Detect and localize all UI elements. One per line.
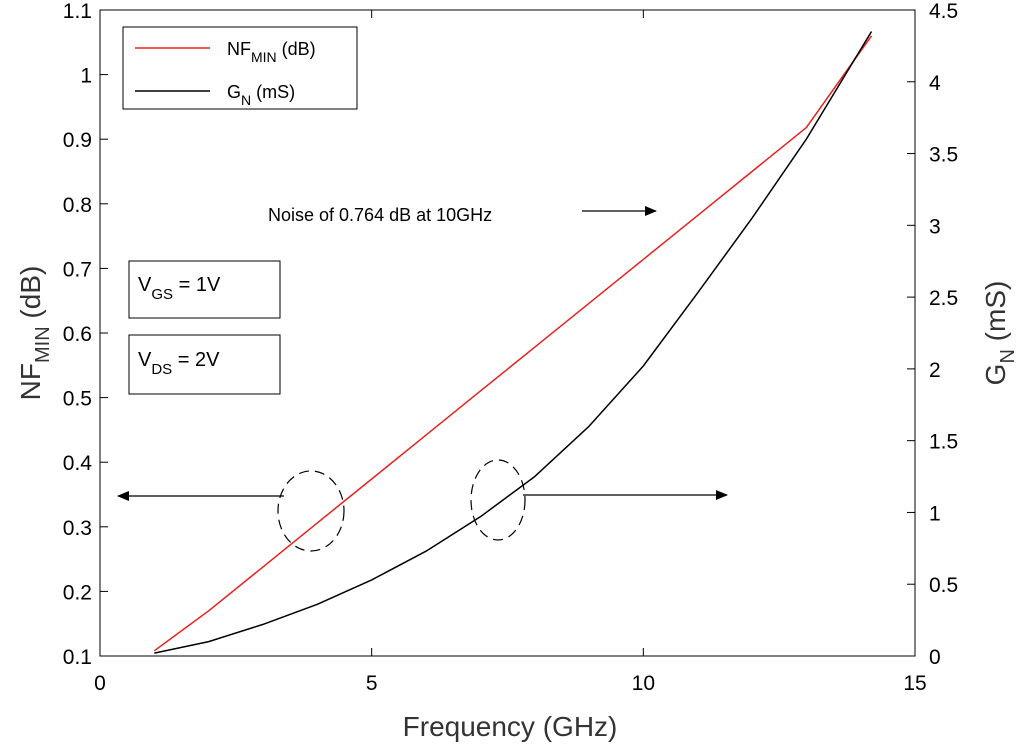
y2-tick-label: 1: [929, 502, 941, 525]
vds-label: VDS = 2V: [138, 349, 220, 378]
y2-tick-label: 4: [929, 72, 941, 95]
legend-label-gn-sub: N: [241, 92, 251, 108]
legend-label-gn: GN (mS): [227, 82, 295, 108]
vds-box: VDS = 2V: [128, 334, 281, 395]
vds-box-frame: [128, 334, 281, 395]
y-tick-label: 0.1: [63, 646, 92, 669]
y-axis-title: NFMIN (dB): [15, 266, 54, 401]
vds-label-main: V: [138, 349, 152, 371]
x-tick-label: 0: [94, 672, 106, 695]
y-axis-title-sub: MIN: [32, 326, 54, 363]
legend-label-nfmin-sub: MIN: [251, 49, 277, 65]
legend-box: [122, 26, 358, 110]
legend: NFMIN (dB) GN (mS): [122, 26, 358, 110]
y-tick-label: 1: [80, 65, 92, 88]
y2-axis-title-unit: (mS): [980, 281, 1011, 349]
y-tick-label: 0.4: [63, 452, 93, 475]
vgs-label-main: V: [138, 274, 152, 296]
vgs-box-frame: [128, 260, 281, 319]
series-line-nfmin: [153, 35, 873, 652]
vgs-label-sub: GS: [151, 286, 173, 303]
y-tick-label: 0.3: [63, 517, 92, 540]
legend-label-gn-main: G: [227, 82, 241, 102]
y-tick-label: 0.6: [63, 323, 92, 346]
y2-tick-label: 3: [929, 215, 941, 238]
y-tick-label: 0.7: [63, 258, 92, 281]
y2-tick-label: 0.5: [929, 574, 958, 597]
y2-tick-label: 1.5: [929, 431, 958, 454]
y2-axis-title-sub: N: [997, 349, 1019, 363]
y-axis-title-unit: (dB): [15, 266, 46, 327]
x-axis-ticks: 0 5 10 15: [94, 10, 927, 695]
vgs-label: VGS = 1V: [138, 274, 221, 303]
noise-annotation-text: Noise of 0.764 dB at 10GHz: [268, 205, 492, 225]
gn-axis-ellipse: [470, 459, 526, 541]
vgs-label-rest: = 1V: [173, 274, 221, 296]
y-tick-label: 1.1: [63, 0, 92, 23]
x-axis-title: Frequency (GHz): [403, 711, 618, 742]
legend-label-gn-unit: (mS): [251, 82, 295, 102]
vds-label-sub: DS: [151, 361, 172, 378]
series-layer: [153, 31, 873, 654]
y-tick-label: 0.2: [63, 581, 92, 604]
y2-tick-label: 0: [929, 646, 941, 669]
legend-label-nfmin-unit: (dB): [277, 39, 316, 59]
legend-label-nfmin: NFMIN (dB): [227, 39, 316, 65]
y2-axis-ticks: 0 0.5 1 1.5 2 2.5 3 3.5 4 4.5: [907, 0, 958, 669]
y2-tick-label: 3.5: [929, 144, 958, 167]
legend-label-nfmin-main: NF: [227, 39, 251, 59]
y-tick-label: 0.5: [63, 388, 92, 411]
series-line-gn: [154, 31, 873, 654]
y2-axis-title: GN (mS): [980, 281, 1019, 386]
x-tick-label: 5: [366, 672, 378, 695]
vgs-box: VGS = 1V: [128, 260, 281, 319]
y2-tick-label: 4.5: [929, 0, 958, 23]
y-axis-ticks: 0.1 0.2 0.3 0.4 0.5 0.6 0.7 0.8 0.9 1 1.1: [63, 0, 108, 669]
y-axis-title-main: NF: [15, 363, 46, 400]
x-tick-label: 10: [632, 672, 655, 695]
y-tick-label: 0.9: [63, 129, 92, 152]
y2-axis-title-main: G: [980, 364, 1011, 386]
vds-label-rest: = 2V: [172, 349, 220, 371]
nfmin-axis-ellipse: [277, 470, 345, 552]
y-tick-label: 0.8: [63, 194, 92, 217]
y2-tick-label: 2: [929, 359, 941, 382]
y2-tick-label: 2.5: [929, 287, 958, 310]
x-tick-label: 15: [903, 672, 926, 695]
